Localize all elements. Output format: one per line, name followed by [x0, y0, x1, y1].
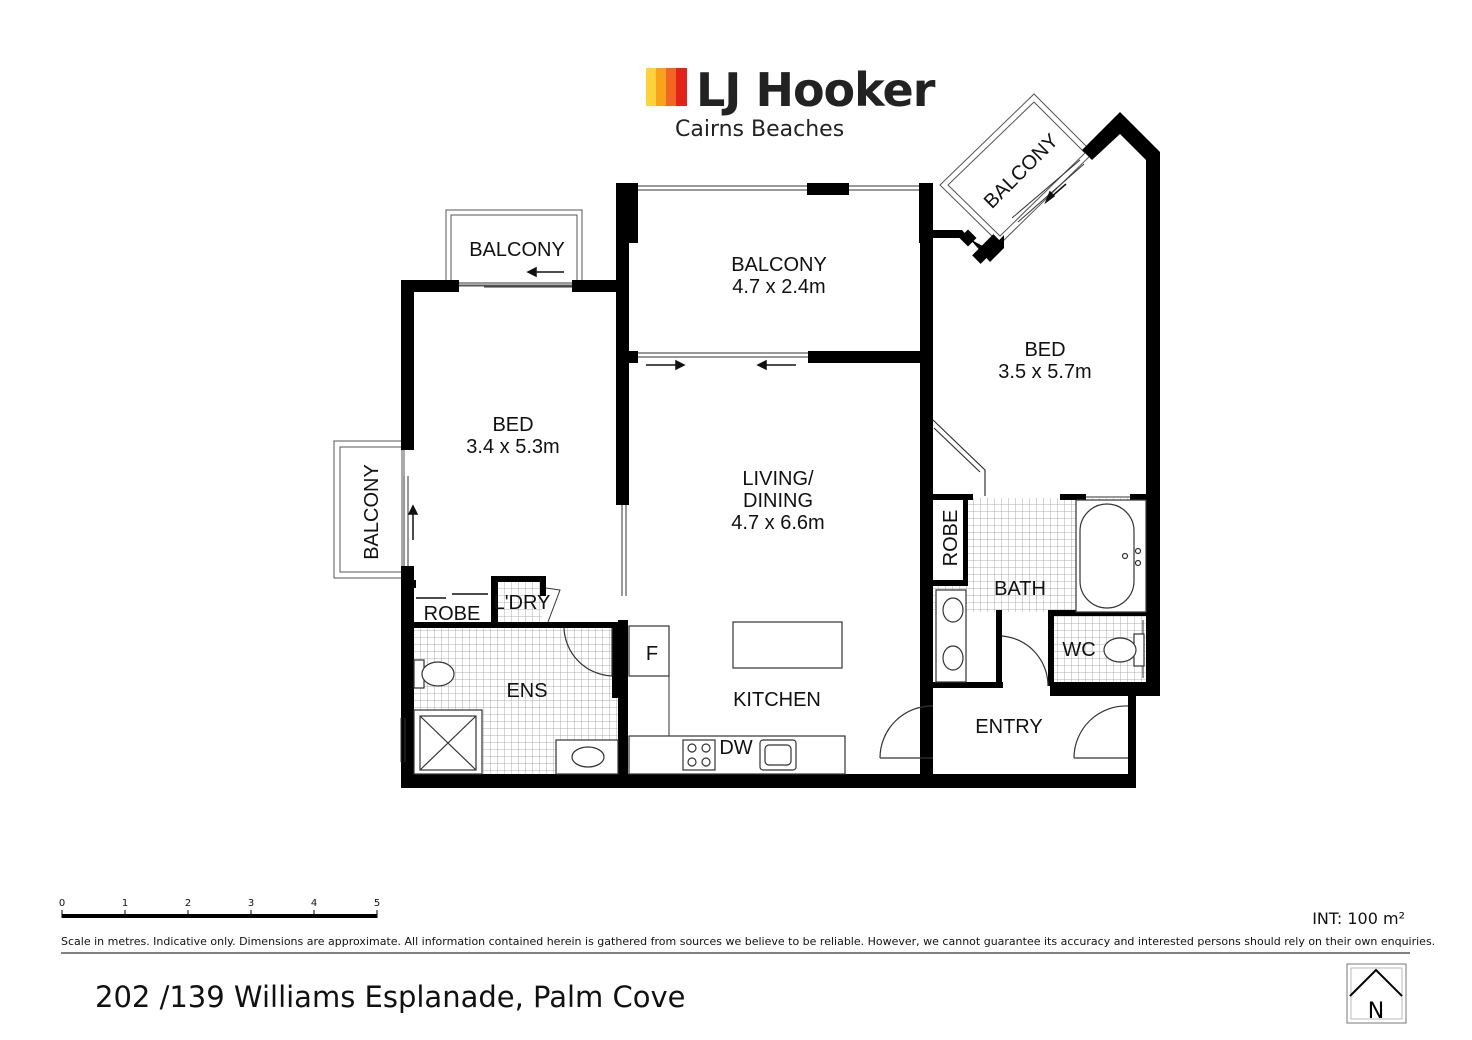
laundry-tiles [498, 582, 542, 622]
brand-office: Cairns Beaches [675, 117, 844, 142]
brand-logo: LJ Hooker Cairns Beaches [646, 63, 937, 142]
scale-tick-label: 1 [122, 898, 128, 909]
label-kitchen: KITCHEN [733, 689, 821, 711]
logo-stripe-1 [646, 68, 656, 106]
robe-right-floor [933, 498, 963, 584]
slider-arrows [407, 183, 1067, 599]
balcony-left-top-outline [445, 209, 583, 287]
scale-bar-line [62, 914, 377, 918]
label-living-size: 4.7 x 6.6m [731, 512, 824, 534]
kitchen-sink-icon [759, 739, 797, 771]
label-bed-left-size: 3.4 x 5.3m [466, 436, 559, 458]
logo-stripe-4 [676, 68, 687, 106]
label-bath: BATH [994, 578, 1046, 600]
scale-bar: 0 1 2 3 4 5 Scale in metres. Indicative only.… [59, 898, 1435, 954]
label-bed-left: BED [492, 414, 533, 436]
fridge-space [628, 625, 670, 677]
cooktop-icon [682, 739, 716, 771]
bathtub-icon [1075, 499, 1147, 613]
label-robe-right: ROBE [940, 510, 962, 567]
door-swings [563, 419, 1129, 759]
disclaimer-text: Scale in metres. Indicative only. Dimens… [61, 935, 1435, 948]
label-ens: ENS [506, 680, 547, 702]
scale-tick-label: 4 [311, 898, 317, 909]
label-robe-left: ROBE [424, 603, 481, 625]
balcony-left-top-inner [450, 214, 578, 286]
wc-toilet-icon [1103, 633, 1145, 667]
label-balcony-left-top: BALCONY [469, 239, 565, 261]
laundry-tub-icon [545, 587, 561, 623]
scale-tick-label: 3 [248, 898, 254, 909]
label-balcony-main-size: 4.7 x 2.4m [732, 276, 825, 298]
ens-vanity-icon [555, 739, 619, 775]
label-bed-right-size: 3.5 x 5.7m [998, 361, 1091, 383]
walls [401, 112, 1160, 788]
logo-stripe-2 [656, 68, 666, 106]
label-living-line2: DINING [743, 490, 813, 512]
label-fridge: F [646, 643, 658, 665]
label-bed-right: BED [1024, 339, 1065, 361]
scale-tick-label: 2 [185, 898, 191, 909]
bath-floor-white [1000, 612, 1050, 686]
shower-icon [413, 709, 483, 775]
balcony-left-side-inner [339, 446, 403, 573]
kitchen-bench [628, 735, 846, 775]
north-arrow-icon: N [1346, 963, 1407, 1024]
label-entry: ENTRY [975, 716, 1042, 738]
scale-tick-label: 0 [59, 898, 65, 909]
property-address: 202 /139 Williams Esplanade, Palm Cove [95, 980, 686, 1014]
label-wc: WC [1062, 639, 1095, 661]
scale-tick-label: 5 [374, 898, 380, 909]
label-living-line1: LIVING/ [742, 468, 814, 490]
ens-toilet-icon [413, 659, 455, 689]
label-laundry: L'DRY [494, 592, 551, 614]
kitchen-island [732, 621, 843, 669]
compass-label: N [1368, 999, 1384, 1024]
bath-vanity-icon [935, 589, 967, 683]
brand-name: LJ Hooker [696, 63, 936, 117]
windows-and-sliders [400, 159, 1144, 762]
fixtures [413, 499, 1147, 775]
label-dishwasher: DW [719, 737, 752, 759]
logo-stripe-3 [666, 68, 676, 106]
label-balcony-main: BALCONY [731, 254, 827, 276]
internal-area: INT: 100 m² [1312, 909, 1405, 928]
label-balcony-left-side: BALCONY [361, 464, 383, 560]
floor-plan: BALCONY BALCONY 4.7 x 2.4m BALCONY BALCO… [333, 93, 1160, 788]
